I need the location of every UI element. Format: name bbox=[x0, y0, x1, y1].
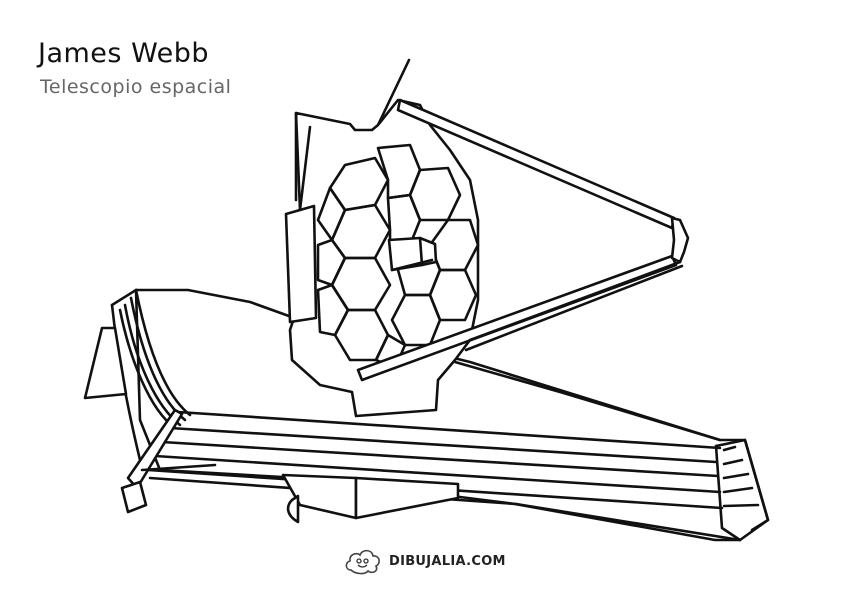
primary-mirror-assembly bbox=[284, 98, 480, 418]
page-subtitle: Telescopio espacial bbox=[40, 76, 232, 98]
secondary-mirror bbox=[670, 216, 690, 264]
page-title: James Webb bbox=[38, 38, 210, 69]
logo-text: DIBUJALIA.COM bbox=[389, 553, 506, 569]
antenna-line bbox=[376, 58, 411, 127]
spacecraft-bus bbox=[281, 473, 460, 524]
dibujalia-logo[interactable]: DIBUJALIA.COM bbox=[343, 546, 506, 576]
smiling-cloud-icon bbox=[345, 549, 380, 575]
secondary-mirror-struts bbox=[356, 98, 722, 442]
